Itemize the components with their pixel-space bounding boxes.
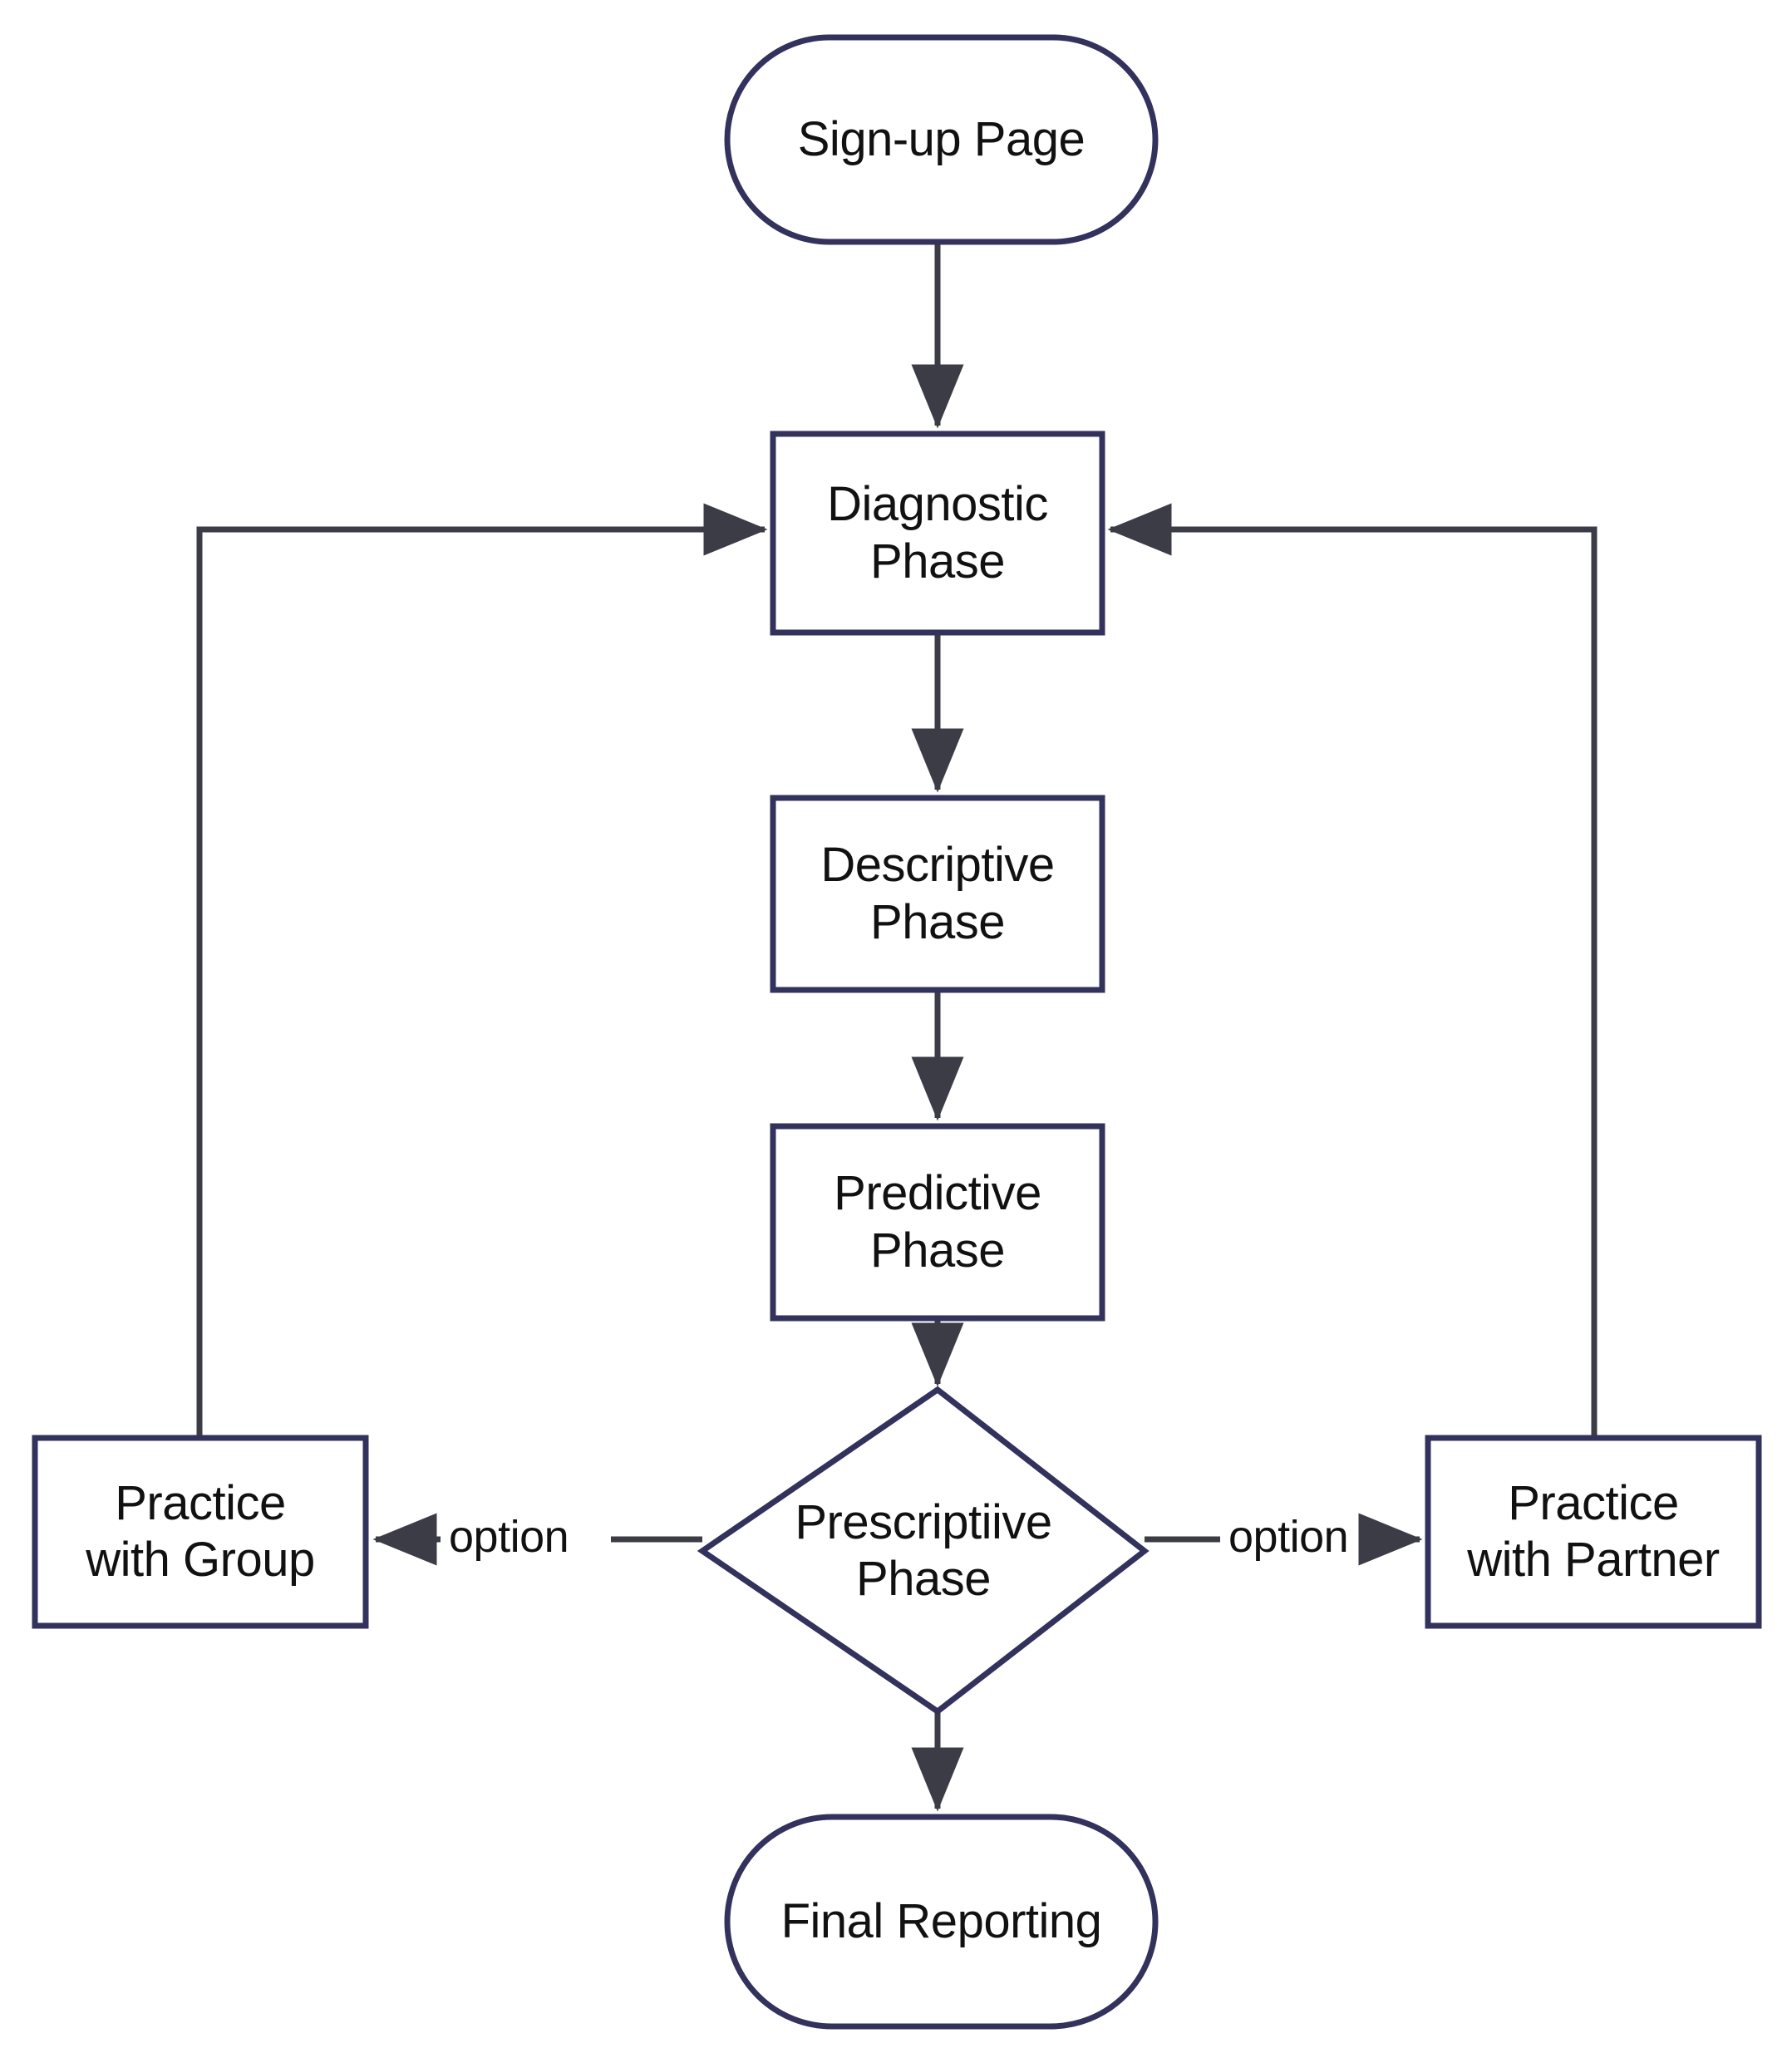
edge-practice-partner-to-diagnostic <box>1107 503 1598 1438</box>
node-predictive-phase-shape[interactable] <box>770 1123 1105 1322</box>
node-diagnostic-phase-shape[interactable] <box>770 431 1105 636</box>
edge-label-option-right: option <box>1220 1514 1357 1559</box>
node-final-reporting-shape[interactable] <box>724 1814 1159 2030</box>
edge-label-option-left: option <box>441 1514 578 1559</box>
node-signup-page-shape[interactable] <box>724 34 1159 245</box>
node-practice-with-partner-shape[interactable] <box>1425 1435 1762 1629</box>
node-descriptive-phase-shape[interactable] <box>770 795 1105 993</box>
node-prescriptive-phase-shape[interactable] <box>697 1386 1150 1716</box>
node-practice-with-group-shape[interactable] <box>32 1435 369 1629</box>
edge-practice-group-to-diagnostic <box>196 503 768 1438</box>
